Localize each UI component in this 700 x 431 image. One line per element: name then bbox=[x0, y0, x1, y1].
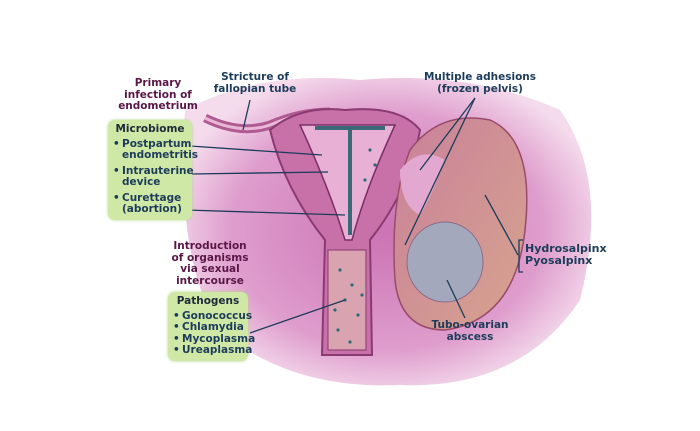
item-text: Gonococcus bbox=[182, 309, 253, 322]
list-item: •Ureaplasma bbox=[173, 344, 252, 357]
item-text: device bbox=[122, 176, 161, 188]
bullet-icon: • bbox=[173, 344, 180, 356]
label-line: Primary bbox=[134, 77, 182, 89]
label-line: (frozen pelvis) bbox=[437, 82, 523, 95]
item-text: Postpartum bbox=[122, 137, 192, 150]
item-text: Chlamydia bbox=[182, 321, 244, 333]
label-line: Hydrosalpinx bbox=[525, 242, 607, 255]
bullet-icon: • bbox=[113, 137, 120, 150]
label-line: Pyosalpinx bbox=[525, 254, 593, 267]
bullet-icon: • bbox=[173, 321, 180, 333]
label-line: endometrium bbox=[118, 100, 198, 112]
list-item: •Curettage(abortion) bbox=[113, 191, 187, 216]
tubo-ovarian-abscess bbox=[406, 221, 484, 303]
item-text: Mycoplasma bbox=[182, 332, 256, 345]
item-text: Intrauterine bbox=[122, 164, 194, 177]
bullet-icon: • bbox=[113, 191, 120, 204]
introduction-label: Introduction of organisms via sexual int… bbox=[160, 240, 260, 287]
bullet-icon: • bbox=[113, 164, 120, 177]
label-line: infection of bbox=[124, 88, 192, 101]
abscess-label: Tubo-ovarian abscess bbox=[420, 319, 520, 343]
item-text: Curettage bbox=[122, 191, 182, 204]
bullet-icon: • bbox=[173, 332, 180, 345]
label-line: of organisms bbox=[171, 251, 249, 264]
adhesion-region bbox=[400, 154, 445, 215]
label-line: abscess bbox=[446, 330, 494, 343]
label-line: Tubo-ovarian bbox=[431, 319, 509, 331]
uterine-cavity bbox=[298, 124, 397, 241]
list-item: •Chlamydia bbox=[173, 321, 244, 334]
adhesions-label: Multiple adhesions (frozen pelvis) bbox=[420, 71, 540, 95]
organism-dots bbox=[333, 148, 377, 344]
item-text: (abortion) bbox=[122, 203, 182, 215]
list-item: •Mycoplasma bbox=[173, 332, 255, 346]
label-line: fallopian tube bbox=[213, 82, 297, 95]
cervix-canal bbox=[327, 249, 367, 351]
label-line: Introduction bbox=[173, 240, 247, 252]
list-item: •Gonococcus bbox=[173, 309, 252, 323]
label-line: Stricture of bbox=[221, 71, 289, 83]
bullet-icon: • bbox=[173, 309, 180, 322]
microbiome-title: Microbiome bbox=[115, 123, 185, 135]
pathogens-box: Pathogens •Gonococcus •Chlamydia •Mycopl… bbox=[168, 292, 255, 361]
leader-lines bbox=[185, 97, 523, 334]
hydrosalpinx-label: Hydrosalpinx Pyosalpinx bbox=[525, 243, 607, 267]
label-line: intercourse bbox=[176, 274, 244, 287]
primary-infection-label: Primary infection of endometrium bbox=[108, 77, 208, 113]
label-line: via sexual bbox=[180, 263, 240, 275]
pathogens-title: Pathogens bbox=[176, 295, 240, 307]
intrauterine-device bbox=[315, 126, 385, 235]
label-line: Multiple adhesions bbox=[423, 71, 537, 83]
item-text: Ureaplasma bbox=[182, 344, 253, 356]
stricture-label: Stricture of fallopian tube bbox=[205, 71, 305, 95]
item-text: endometritis bbox=[122, 149, 199, 161]
